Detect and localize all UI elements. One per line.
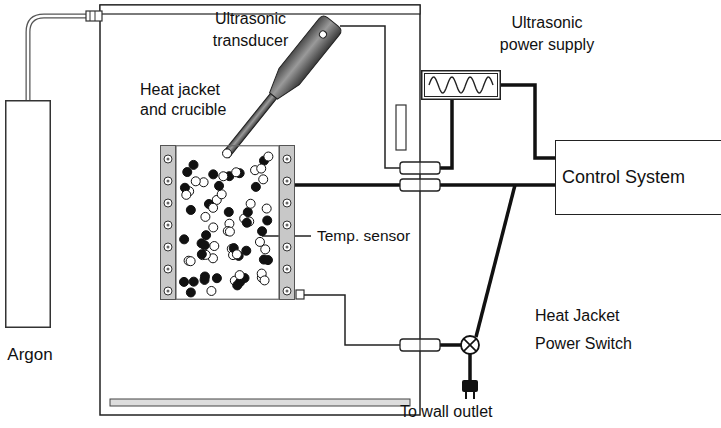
node-label: Heat jacket and crucible xyxy=(140,80,240,120)
part-label: To wall outlet xyxy=(400,404,493,420)
power-cable xyxy=(440,343,461,347)
power-cable xyxy=(468,354,472,380)
gas-cylinder xyxy=(5,100,51,328)
wall-plug xyxy=(466,392,474,399)
node-label: Control System xyxy=(562,167,685,189)
wall-port xyxy=(396,105,406,150)
gas-nozzle xyxy=(86,11,102,21)
gas-tube xyxy=(28,16,86,100)
wall-plug xyxy=(462,380,478,392)
signal-wire xyxy=(304,295,400,345)
power-cable xyxy=(440,100,452,168)
crucible: Heat jacket and crucible xyxy=(160,145,295,300)
sensor-block xyxy=(296,290,304,299)
power-cable xyxy=(476,185,515,337)
feedthrough-plug xyxy=(400,162,440,174)
chamber-floor xyxy=(110,399,410,406)
feedthrough-plug xyxy=(400,339,440,351)
feedthrough-plug xyxy=(420,339,421,351)
feedthrough-plug xyxy=(420,179,421,191)
gas-nozzle xyxy=(90,11,95,21)
chamber-housing xyxy=(100,5,420,415)
feedthrough-plug xyxy=(400,179,440,191)
part-label: Temp. sensor xyxy=(316,227,411,246)
switch-symbol xyxy=(464,339,477,352)
control-system-box: Control System xyxy=(555,140,721,215)
signal-wire xyxy=(340,26,400,168)
part-label: Heat Jacket Power Switch xyxy=(535,302,650,358)
node-label: Argon xyxy=(0,345,60,365)
power-supply-symbol xyxy=(421,70,501,100)
switch-symbol xyxy=(461,336,479,354)
node-label: Ultrasonic power supply xyxy=(492,12,602,57)
part-label: Ultrasonic transducer xyxy=(208,8,293,51)
power-supply-box: Ultrasonic power supply xyxy=(421,70,501,100)
gas-tube xyxy=(28,16,86,100)
feedthrough-plug xyxy=(420,162,421,174)
argon-cylinder: Argon xyxy=(5,100,51,328)
crucible-drawing xyxy=(160,145,295,300)
power-cable xyxy=(501,85,555,158)
